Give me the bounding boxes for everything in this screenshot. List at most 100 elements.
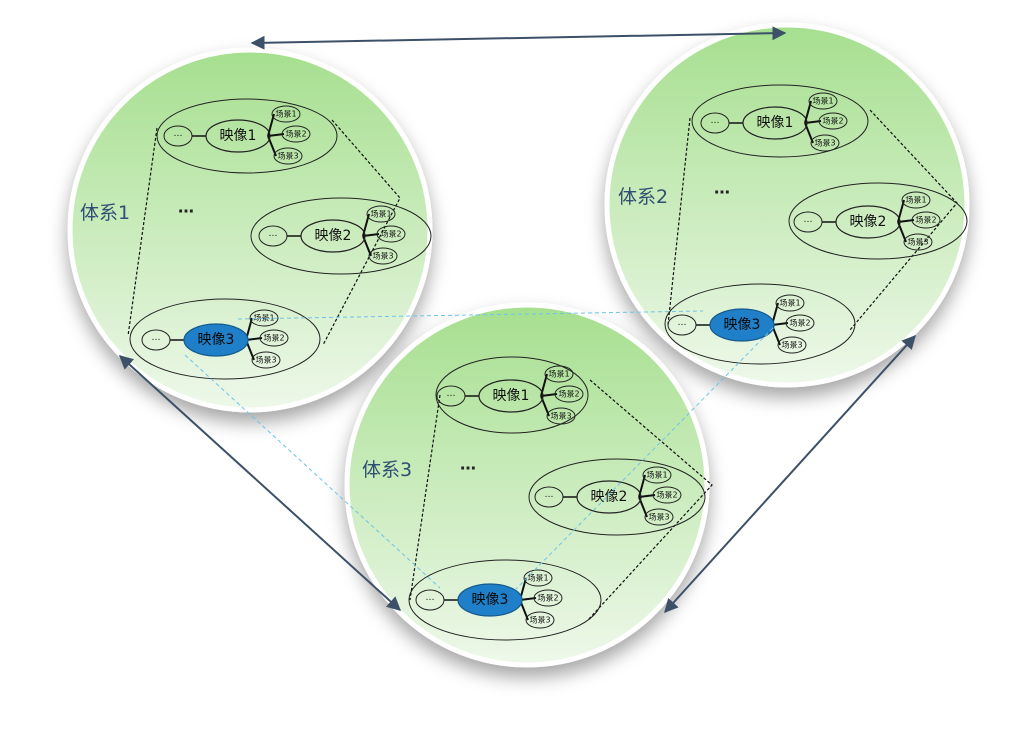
placeholder-node	[436, 385, 466, 407]
hierarchy-bracket-left	[127, 127, 158, 337]
scene-label: 场景2	[656, 491, 677, 500]
image-label: 映像3	[198, 332, 235, 348]
system-label: 体系1	[80, 202, 130, 224]
scene-node	[546, 407, 576, 425]
scene-node	[273, 147, 303, 165]
scene-connector	[771, 322, 789, 326]
scene-node	[525, 611, 555, 629]
scene-label: 场景3	[814, 139, 835, 148]
bidirectional-arrow-2	[118, 355, 402, 611]
scene-node	[523, 569, 553, 587]
image-cluster-2: … 场景1 场景2 场景3 映像2	[250, 197, 432, 275]
scene-connector	[267, 133, 285, 137]
image-label: 映像1	[757, 115, 794, 131]
scene-node	[903, 233, 933, 251]
scene-label: 场景1	[253, 314, 274, 323]
scene-connector	[804, 120, 822, 124]
placeholder-label: …	[447, 389, 456, 399]
scene-node	[533, 589, 563, 607]
image-group-boundary	[156, 98, 338, 174]
scene-node	[259, 329, 289, 347]
scene-label: 场景1	[779, 299, 800, 308]
image-group-boundary	[435, 356, 589, 434]
placeholder-node	[415, 589, 445, 611]
scene-label: 场景1	[646, 471, 667, 480]
system-3: 体系3……场景1场景2场景3映像1…场景1场景2场景3映像2…场景1场景2场景3…	[344, 302, 713, 668]
scene-node	[271, 105, 301, 123]
scene-label: 场景1	[275, 110, 296, 119]
placeholder-label: …	[174, 129, 183, 139]
image-node-selected	[457, 583, 523, 617]
scene-label: 场景3	[550, 412, 571, 421]
placeholder-node	[258, 225, 288, 247]
scene-connector	[362, 233, 380, 237]
scene-label: 场景2	[789, 319, 810, 328]
more-images-ellipsis: …	[714, 179, 730, 198]
image-node	[835, 205, 901, 239]
scene-node	[775, 294, 805, 312]
scene-label: 场景2	[285, 130, 306, 139]
system-2: 体系2……场景1场景2场景3映像1…场景1场景2场景3映像2…场景1场景2场景3…	[604, 22, 970, 388]
scene-label: 场景1	[548, 370, 569, 379]
scene-label: 场景2	[915, 216, 936, 225]
scene-node	[554, 385, 584, 403]
system-circle	[67, 47, 433, 413]
scene-node	[911, 211, 941, 229]
image-label: 映像2	[315, 228, 352, 244]
more-images-ellipsis: …	[460, 455, 476, 474]
scene-label: 场景3	[372, 252, 393, 261]
scene-label: 场景2	[537, 594, 558, 603]
scene-node	[368, 247, 398, 265]
system-label: 体系3	[362, 459, 412, 481]
scene-label: 场景1	[370, 210, 391, 219]
image-label: 映像1	[220, 128, 257, 144]
placeholder-node	[793, 211, 823, 233]
hierarchy-bracket-left	[409, 394, 441, 601]
scene-label: 场景2	[263, 334, 284, 343]
bidirectional-arrow-3	[664, 334, 916, 614]
scene-label: 场景1	[905, 196, 926, 205]
scene-node	[818, 112, 848, 130]
placeholder-label: …	[269, 229, 278, 239]
image-label: 映像2	[591, 489, 628, 505]
placeholder-label: …	[804, 215, 813, 225]
image-label: 映像2	[850, 214, 887, 230]
scene-label: 场景2	[380, 230, 401, 239]
scene-label: 场景2	[558, 390, 579, 399]
scene-label: 场景3	[648, 513, 669, 522]
scene-connector	[540, 393, 558, 397]
system-label: 体系2	[618, 186, 668, 208]
scene-node	[808, 92, 838, 110]
placeholder-node	[534, 486, 564, 508]
placeholder-node	[141, 329, 171, 351]
scene-node	[366, 205, 396, 223]
scene-label: 场景2	[822, 117, 843, 126]
placeholder-node	[163, 125, 193, 147]
placeholder-label: …	[678, 318, 687, 328]
scene-node	[785, 314, 815, 332]
projection-line-3	[514, 327, 774, 591]
system-circle	[344, 302, 710, 668]
scene-node	[810, 134, 840, 152]
scene-label: 场景1	[812, 97, 833, 106]
image-label: 映像3	[472, 592, 509, 608]
placeholder-label: …	[545, 490, 554, 500]
placeholder-label: …	[426, 593, 435, 603]
scene-node	[376, 225, 406, 243]
image-group-boundary	[408, 559, 602, 641]
image-node	[742, 106, 808, 140]
scene-label: 场景1	[527, 574, 548, 583]
scene-node	[249, 309, 279, 327]
projection-line-1	[237, 310, 704, 320]
more-images-ellipsis: …	[178, 198, 194, 217]
image-node	[205, 119, 271, 153]
scene-connector	[245, 337, 263, 341]
image-label: 映像3	[724, 317, 761, 333]
scene-label: 场景3	[907, 238, 928, 247]
